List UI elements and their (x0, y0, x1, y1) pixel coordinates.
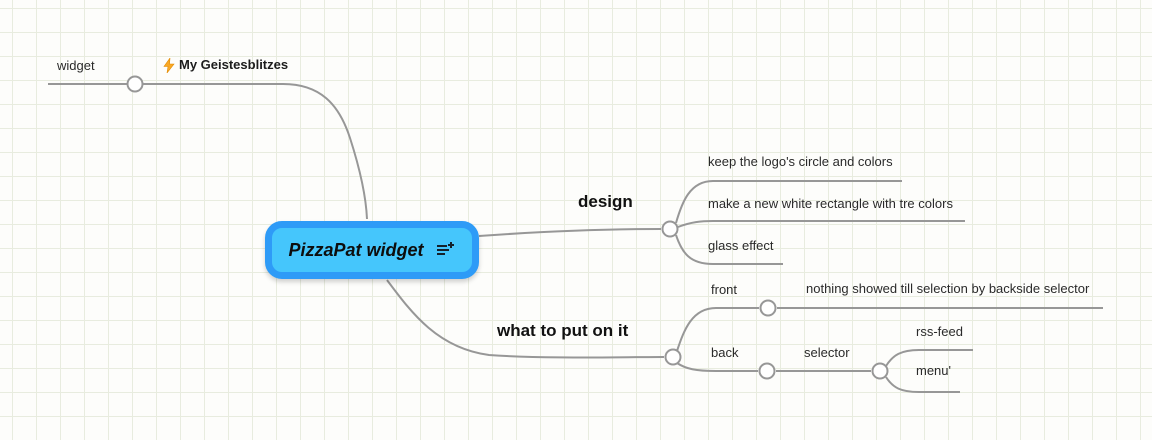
branch-line-design (478, 228, 662, 237)
node-widget[interactable]: widget (57, 58, 95, 73)
node-rss-feed[interactable]: rss-feed (916, 324, 963, 339)
branch-line-what-to-put (386, 279, 665, 359)
branch-line-keep-logo (675, 180, 902, 224)
connector-circle-back[interactable] (758, 362, 776, 380)
branch-line-white-rectangle (677, 220, 965, 228)
node-menu[interactable]: menu' (916, 363, 952, 378)
root-node-pizzapat-widget[interactable]: PizzaPat widget (265, 221, 479, 279)
node-back[interactable]: back (711, 345, 739, 360)
root-node-label: PizzaPat widget (288, 239, 424, 260)
node-keep-logo-circle[interactable]: keep the logo's circle and colors (708, 154, 893, 169)
connector-circle-widget[interactable] (126, 75, 144, 93)
node-white-rectangle[interactable]: make a new white rectangle with tre colo… (708, 196, 953, 211)
node-front[interactable]: front (711, 282, 738, 297)
add-note-icon[interactable] (434, 241, 456, 259)
node-nothing-showed[interactable]: nothing showed till selection by backsid… (806, 281, 1090, 296)
connector-circle-what-to-put[interactable] (664, 348, 682, 366)
connector-circle-design[interactable] (661, 220, 679, 238)
connector-circle-selector[interactable] (871, 362, 889, 380)
node-glass-effect[interactable]: glass effect (708, 238, 774, 253)
branch-line-rss-feed (885, 349, 973, 367)
lightning-icon (163, 57, 175, 73)
branch-line-widget (48, 83, 368, 220)
node-my-geistesblitzes[interactable]: My Geistesblitzes (163, 57, 288, 73)
node-what-to-put-on-it[interactable]: what to put on it (497, 321, 629, 340)
branch-line-menu (885, 376, 960, 393)
branch-line-front (676, 307, 759, 352)
branch-line-back (676, 362, 758, 372)
connector-circle-front[interactable] (759, 299, 777, 317)
node-selector[interactable]: selector (804, 345, 850, 360)
node-design[interactable]: design (578, 192, 633, 211)
branch-line-glass-effect (675, 234, 783, 265)
node-my-geistesblitzes-label: My Geistesblitzes (179, 57, 289, 72)
